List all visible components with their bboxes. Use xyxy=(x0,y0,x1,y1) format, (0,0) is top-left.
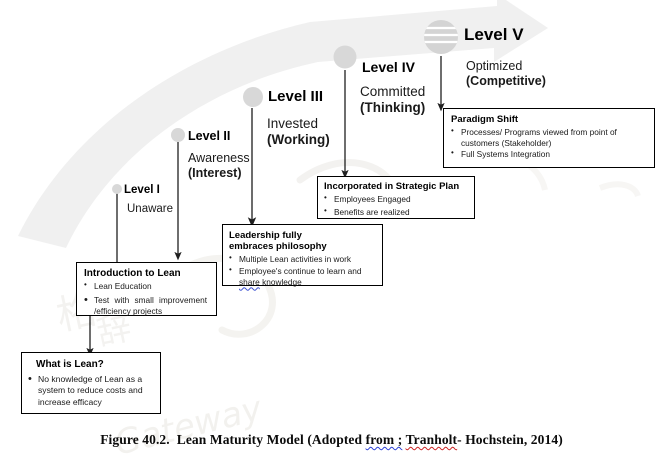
caption-from: from ; xyxy=(365,432,403,447)
box-strategic-plan-list: Employees Engaged Benefits are realized xyxy=(324,193,468,218)
box-paradigm-shift: Paradigm Shift Processes/ Programs viewe… xyxy=(443,108,655,168)
list-item: Multiple Lean activities in work xyxy=(229,253,376,265)
list-item: Lean Education xyxy=(84,280,209,292)
level-4-title: Level IV xyxy=(362,59,415,75)
box-what-is-lean-list: No knowledge of Lean as a system to redu… xyxy=(28,372,153,409)
list-item: Processes/ Programs viewed from point of… xyxy=(451,126,647,148)
box-introduction-to-lean: Introduction to Lean Lean Education Test… xyxy=(76,262,217,316)
box-leadership-list: Multiple Lean activities in work Employe… xyxy=(229,253,376,287)
list-item: Employees Engaged xyxy=(324,193,468,205)
leadership-bullet2-plain: Employee's continue to learn and xyxy=(239,266,362,277)
caption-main: Lean Maturity Model (Adopted xyxy=(176,432,366,447)
level-3-title: Level III xyxy=(268,88,324,105)
leadership-bullet2-squiggle: share xyxy=(239,276,260,287)
box-leadership-title: Leadership fully embraces philosophy xyxy=(229,230,327,253)
level-2-subtitle-plain: Awareness xyxy=(188,151,250,165)
box-what-is-lean-title: What is Lean? xyxy=(36,359,104,370)
level-4-subtitle-plain: Committed xyxy=(360,84,426,99)
leadership-bullet2-tail: knowledge xyxy=(259,276,302,287)
list-item: Test with small improvement /efficiency … xyxy=(84,293,209,316)
list-item: Employee's continue to learn and share k… xyxy=(229,265,376,287)
level-3-subtitle-bold: (Working) xyxy=(267,131,330,147)
level-3-circle-icon xyxy=(243,87,263,107)
level-2-subtitle-bold: (Interest) xyxy=(188,165,242,180)
box-introduction-to-lean-title: Introduction to Lean xyxy=(84,268,181,279)
box-leadership: Leadership fully embraces philosophy Mul… xyxy=(222,224,383,287)
level-5-subtitle: Optimized (Competitive) xyxy=(466,59,546,89)
level-4-subtitle: Committed (Thinking) xyxy=(360,84,425,116)
level-1-subtitle-plain: Unaware xyxy=(127,203,174,215)
box-what-is-lean: What is Lean? No knowledge of Lean as a … xyxy=(21,352,161,414)
level-5-subtitle-plain: Optimized xyxy=(466,59,523,73)
box-strategic-plan-title: Incorporated in Strategic Plan xyxy=(324,181,460,192)
level-3-subtitle-plain: Invested xyxy=(267,116,319,131)
caption-author: Tranholt xyxy=(405,432,458,447)
level-5-title: Level V xyxy=(464,25,524,44)
caption-suffix: - Hochstein, 2014) xyxy=(457,432,563,447)
level-4-circle-icon xyxy=(333,45,357,69)
level-1-circle-icon xyxy=(112,184,122,194)
level-5-subtitle-bold: (Competitive) xyxy=(466,73,546,88)
list-item: No knowledge of Lean as a system to redu… xyxy=(28,372,153,409)
box-strategic-plan: Incorporated in Strategic Plan Employees… xyxy=(317,176,475,219)
box-introduction-to-lean-list: Lean Education Test with small improveme… xyxy=(84,280,209,317)
list-item: Benefits are realized xyxy=(324,206,468,218)
level-2-title: Level II xyxy=(188,129,231,143)
level-1-subtitle: Unaware xyxy=(127,203,173,217)
figure-caption: Figure 40.2. Lean Maturity Model (Adopte… xyxy=(0,432,663,448)
level-2-subtitle: Awareness (Interest) xyxy=(188,151,250,181)
level-1-title: Level I xyxy=(124,184,160,196)
box-paradigm-shift-title: Paradigm Shift xyxy=(451,114,519,125)
level-5-circle-icon xyxy=(424,20,458,54)
list-item: Full Systems Integration xyxy=(451,148,647,160)
level-3-subtitle: Invested (Working) xyxy=(267,116,330,148)
level-4-subtitle-bold: (Thinking) xyxy=(360,99,426,115)
caption-prefix: Figure 40.2. xyxy=(100,432,170,447)
box-paradigm-shift-list: Processes/ Programs viewed from point of… xyxy=(451,126,647,160)
level-2-circle-icon xyxy=(171,128,185,142)
